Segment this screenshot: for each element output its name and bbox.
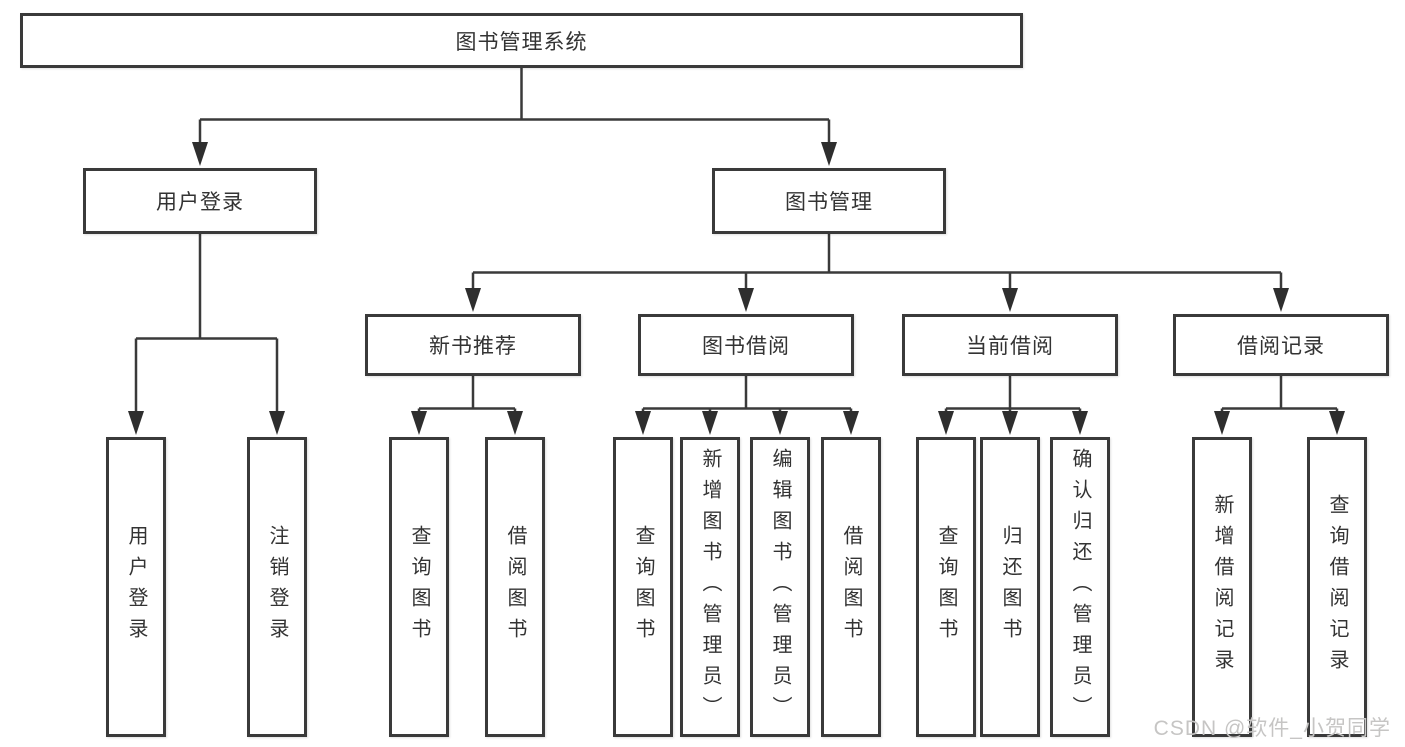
leaf-logout-label: 注销登录 [266, 525, 288, 649]
leaf-current-return-book: 归还图书 [980, 437, 1040, 737]
node-current-borrow-label: 当前借阅 [966, 335, 1054, 358]
leaf-user-login-label: 用户登录 [125, 525, 147, 649]
node-user-login: 用户登录 [83, 168, 317, 234]
leaf-user-login: 用户登录 [106, 437, 166, 737]
leaf-record-query: 查询借阅记录 [1307, 437, 1367, 737]
leaf-current-return-book-label: 归还图书 [999, 525, 1021, 649]
leaf-record-add: 新增借阅记录 [1192, 437, 1252, 737]
node-borrow-record: 借阅记录 [1173, 314, 1389, 376]
leaf-newbook-borrow-book-label: 借阅图书 [504, 525, 526, 649]
node-book-borrow-label: 图书借阅 [702, 335, 790, 358]
leaf-newbook-query-book-label: 查询图书 [408, 525, 430, 649]
node-book-borrow: 图书借阅 [638, 314, 854, 376]
leaf-borrow-query-book-label: 查询图书 [632, 525, 654, 649]
leaf-borrow-add-book-admin-label: 新增图书（管理员） [699, 447, 721, 727]
node-borrow-record-label: 借阅记录 [1237, 335, 1325, 358]
leaf-borrow-borrow-book-label: 借阅图书 [840, 525, 862, 649]
node-book-management: 图书管理 [712, 168, 946, 234]
node-root-label: 图书管理系统 [455, 30, 588, 54]
node-current-borrow: 当前借阅 [902, 314, 1118, 376]
leaf-newbook-query-book: 查询图书 [389, 437, 449, 737]
leaf-borrow-add-book-admin: 新增图书（管理员） [680, 437, 740, 737]
node-new-book-recommend-label: 新书推荐 [429, 335, 517, 358]
leaf-current-query-book: 查询图书 [916, 437, 976, 737]
leaf-borrow-borrow-book: 借阅图书 [821, 437, 881, 737]
node-user-login-label: 用户登录 [156, 191, 244, 214]
leaf-borrow-query-book: 查询图书 [613, 437, 673, 737]
node-book-management-label: 图书管理 [785, 191, 873, 214]
leaf-record-add-label: 新增借阅记录 [1211, 494, 1233, 680]
leaf-newbook-borrow-book: 借阅图书 [485, 437, 545, 737]
leaf-logout: 注销登录 [247, 437, 307, 737]
leaf-current-query-book-label: 查询图书 [935, 525, 957, 649]
arrowhead-icons [128, 142, 1345, 435]
leaf-borrow-edit-book-admin-label: 编辑图书（管理员） [769, 447, 791, 727]
leaf-record-query-label: 查询借阅记录 [1326, 494, 1348, 680]
leaf-borrow-edit-book-admin: 编辑图书（管理员） [750, 437, 810, 737]
leaf-current-confirm-return-admin: 确认归还（管理员） [1050, 437, 1110, 737]
csdn-watermark: CSDN @软件_小贺同学 [1153, 717, 1391, 740]
node-root-library-system: 图书管理系统 [20, 13, 1023, 68]
node-new-book-recommend: 新书推荐 [365, 314, 581, 376]
leaf-current-confirm-return-admin-label: 确认归还（管理员） [1069, 447, 1091, 727]
